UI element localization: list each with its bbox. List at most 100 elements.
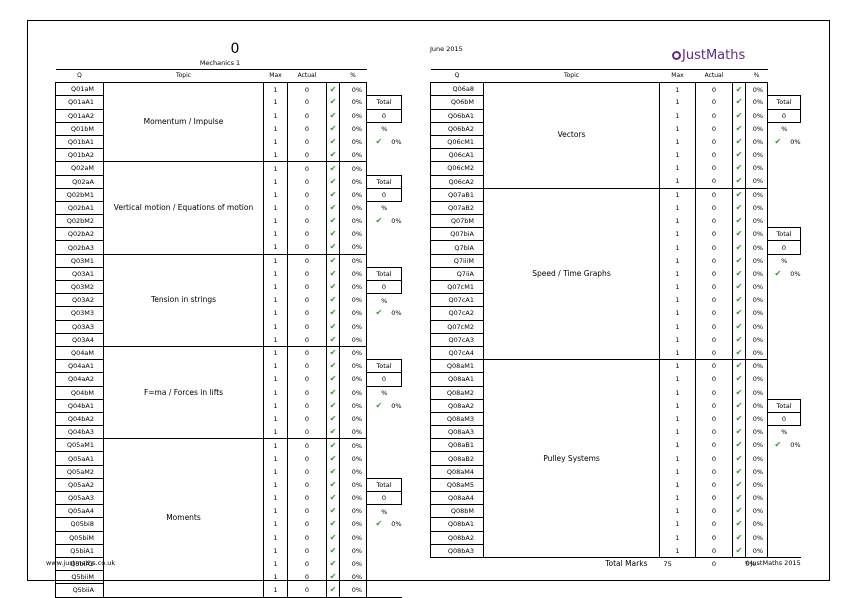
max-mark: 1 xyxy=(263,161,288,175)
group-total-value: 0 xyxy=(366,187,402,202)
actual-mark: 0 xyxy=(695,372,733,386)
max-mark: 1 xyxy=(263,122,288,136)
question-code: Q06cM1 xyxy=(430,134,484,150)
actual-mark: 0 xyxy=(287,227,327,241)
actual-mark: 0 xyxy=(695,425,733,439)
check-icon: ✔ xyxy=(326,478,340,492)
row-percent: 0% xyxy=(339,478,367,492)
row-percent: 0% xyxy=(745,175,768,189)
max-mark: 1 xyxy=(263,82,288,96)
group-total-label: Total xyxy=(767,95,801,110)
col-side xyxy=(768,70,801,83)
max-mark: 1 xyxy=(263,201,288,215)
question-code: Q07cM2 xyxy=(430,319,484,334)
group-pct-value: ✔0% xyxy=(367,135,401,148)
row-percent: 0% xyxy=(745,161,768,175)
col-side xyxy=(367,70,402,83)
actual-mark: 0 xyxy=(695,359,733,373)
row-percent: 0% xyxy=(745,504,768,518)
check-icon: ✔ xyxy=(326,280,340,294)
check-icon: ✔ xyxy=(732,333,746,347)
max-mark: 1 xyxy=(263,320,288,334)
actual-mark: 0 xyxy=(695,504,733,518)
question-code: Q07cM1 xyxy=(430,279,484,295)
max-mark: 1 xyxy=(263,451,288,466)
question-code: Q5biiA xyxy=(55,583,104,598)
check-icon: ✔ xyxy=(326,570,340,584)
row-percent: 0% xyxy=(339,583,367,598)
side-cell xyxy=(367,149,402,162)
question-code: Q01aM xyxy=(55,82,104,97)
check-icon: ✔ xyxy=(326,425,340,439)
max-mark: 1 xyxy=(263,478,288,492)
question-code: Q02bM2 xyxy=(55,214,104,229)
actual-mark: 0 xyxy=(695,267,733,281)
group-pct-value: ✔0% xyxy=(768,267,800,280)
col-topic: Topic xyxy=(103,68,264,84)
max-mark: 1 xyxy=(659,95,696,110)
col-tick xyxy=(732,68,746,84)
question-code: Q08bA3 xyxy=(430,543,484,558)
question-code: Q05biM xyxy=(55,530,104,545)
question-code: Q04bM xyxy=(55,385,104,400)
paper-title: Mechanics 1 xyxy=(199,59,241,67)
question-code: Q06bA1 xyxy=(430,108,484,123)
question-code: Q07cA4 xyxy=(430,345,484,361)
check-icon: ✔ xyxy=(732,531,746,545)
question-code: Q7iiA xyxy=(430,266,484,282)
row-percent: 0% xyxy=(745,465,768,479)
check-icon: ✔ xyxy=(326,345,340,360)
question-code: Q03A3 xyxy=(55,319,104,334)
row-percent: 0% xyxy=(745,95,768,110)
check-icon: ✔ xyxy=(326,135,340,149)
col-tick xyxy=(326,68,340,84)
group-total-label: Total xyxy=(366,95,402,110)
actual-mark: 0 xyxy=(695,82,733,96)
actual-mark: 0 xyxy=(695,187,733,202)
check-icon: ✔ xyxy=(326,161,340,175)
max-mark: 1 xyxy=(263,399,288,413)
check-icon: ✔ xyxy=(326,465,340,479)
question-code: Q05aA3 xyxy=(55,490,104,506)
actual-mark: 0 xyxy=(287,399,327,413)
check-icon: ✔ xyxy=(732,135,746,149)
row-percent: 0% xyxy=(339,531,367,545)
group-total-label: Total xyxy=(767,398,801,413)
actual-mark: 0 xyxy=(287,122,327,136)
row-percent: 0% xyxy=(745,187,768,202)
check-icon: ✔ xyxy=(326,451,340,466)
question-code: Q03M3 xyxy=(55,306,104,321)
side-cell xyxy=(768,518,801,531)
check-icon: ✔ xyxy=(732,306,746,321)
group-pct-value: ✔0% xyxy=(367,215,401,228)
question-code: Q04bA2 xyxy=(55,411,104,427)
group-total-value: 0 xyxy=(767,108,801,123)
actual-mark: 0 xyxy=(287,372,327,386)
question-code: Q06bA2 xyxy=(430,121,484,136)
question-code: Q05bi8 xyxy=(55,517,104,532)
actual-mark: 0 xyxy=(695,306,733,321)
question-code: Q01bA1 xyxy=(55,134,104,150)
max-mark: 1 xyxy=(263,517,288,532)
question-code: Q02bA2 xyxy=(55,227,104,242)
check-icon: ✔ xyxy=(732,122,746,136)
actual-mark: 0 xyxy=(287,280,327,294)
row-percent: 0% xyxy=(339,570,367,584)
actual-mark: 0 xyxy=(287,386,327,400)
actual-mark: 0 xyxy=(695,531,733,545)
group-total-label: Total xyxy=(366,266,402,282)
question-code: Q01aA2 xyxy=(55,108,104,123)
actual-mark: 0 xyxy=(287,491,327,505)
side-cell xyxy=(768,188,801,201)
max-mark: 1 xyxy=(659,438,696,452)
